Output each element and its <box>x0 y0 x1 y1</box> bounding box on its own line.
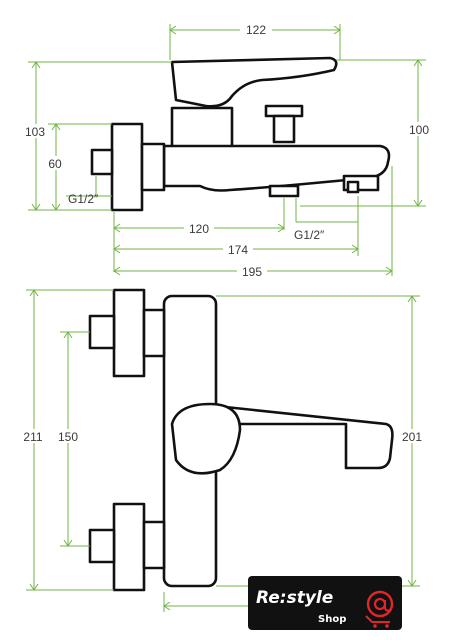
restyle-shop-logo: Re:style Shop <box>248 576 402 630</box>
mixer-body <box>162 144 391 192</box>
dim-201: 201 <box>402 430 422 444</box>
dim-174: 174 <box>228 243 248 257</box>
dim-120: 120 <box>189 222 209 236</box>
front-pipe-top <box>88 314 116 350</box>
logo-sub-text: Shop <box>318 614 346 625</box>
dim-150: 150 <box>58 430 78 444</box>
front-eccentric-top <box>142 308 166 358</box>
eccentric-body <box>140 142 166 192</box>
front-flange-top <box>112 288 146 378</box>
front-lever <box>212 404 394 470</box>
dim-195: 195 <box>242 265 262 279</box>
diverter-cap <box>264 104 304 118</box>
lever-handle <box>170 56 338 108</box>
wall-flange <box>110 122 144 212</box>
logo-main-text: Re:style <box>256 588 333 608</box>
dim-100: 100 <box>409 123 429 137</box>
front-flange-bottom <box>112 502 146 592</box>
dim-122: 122 <box>246 23 266 37</box>
front-pipe-bottom <box>88 528 116 564</box>
wall-pipe <box>90 148 114 176</box>
side-view-dimensions: 122 103 60 G1/2″ 100 G1/2″ <box>20 22 434 279</box>
shower-outlet <box>268 184 300 198</box>
front-view <box>88 288 394 592</box>
dim-103: 103 <box>25 125 45 139</box>
cartridge-housing <box>170 106 234 150</box>
dim-thread-left: G1/2″ <box>68 192 99 206</box>
aerator-tip <box>346 180 360 194</box>
dim-60: 60 <box>48 157 62 171</box>
front-lever-blade <box>170 402 242 475</box>
cart-at-icon <box>365 590 394 628</box>
side-view <box>90 56 391 212</box>
front-eccentric-bottom <box>142 520 166 570</box>
dim-211: 211 <box>23 430 42 444</box>
dim-thread-bottom: G1/2″ <box>294 228 325 242</box>
front-view-dimensions: 211 150 201 <box>18 289 427 612</box>
diverter-stem <box>272 114 296 144</box>
